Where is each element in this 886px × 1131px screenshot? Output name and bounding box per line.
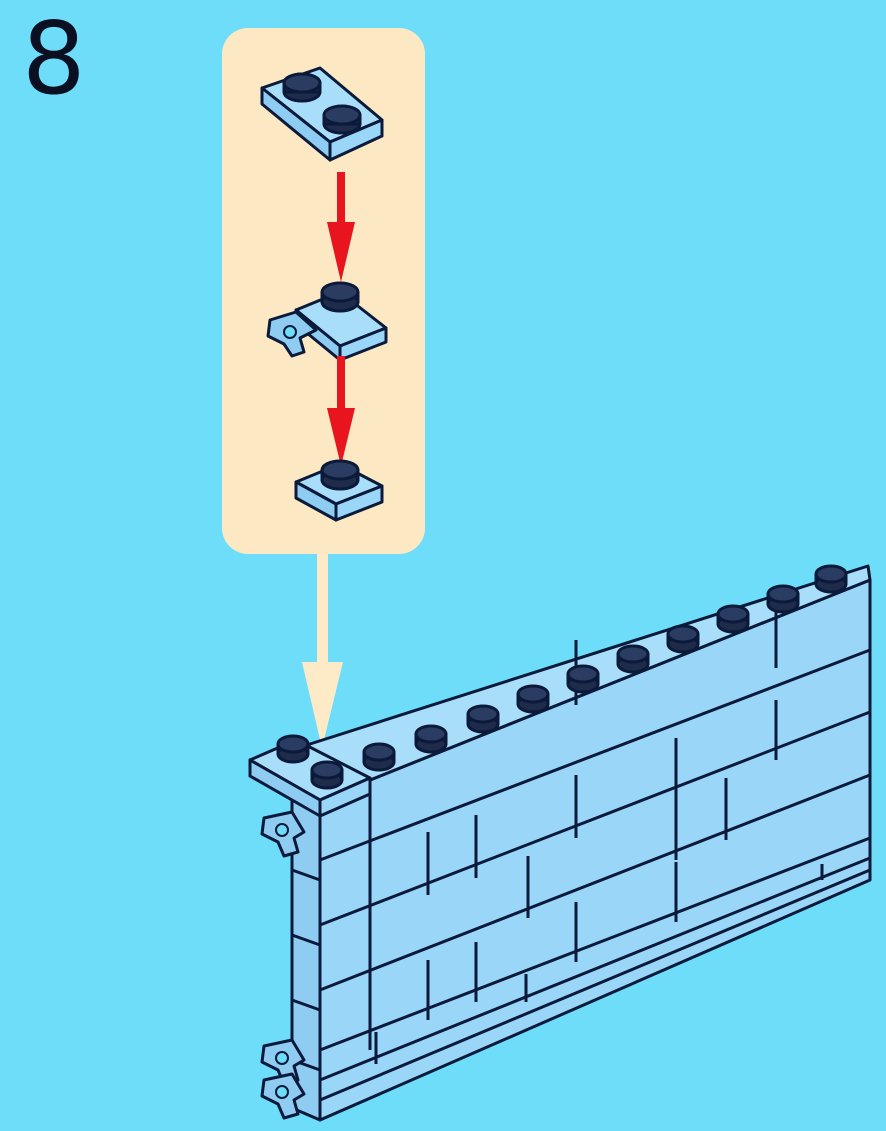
placement-arrow (302, 554, 343, 748)
wall-clip-top (262, 812, 304, 856)
wall-clip-bottom-2 (262, 1074, 304, 1118)
brick-wall-icon (250, 566, 870, 1120)
